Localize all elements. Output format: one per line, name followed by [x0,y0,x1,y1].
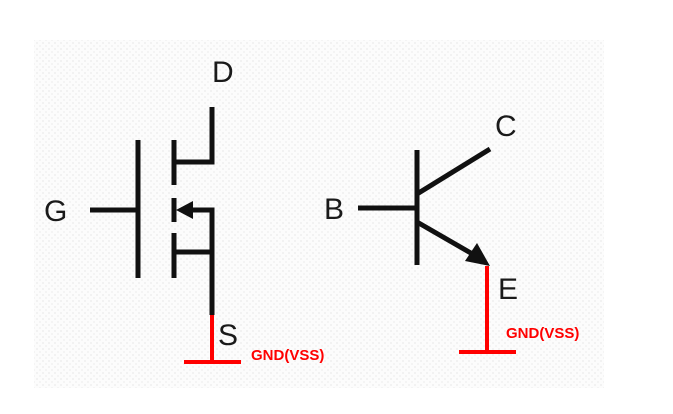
bjt-emitter-wire [415,219,478,259]
bjt-ground-symbol [459,266,516,354]
mosfet-drain-wire [174,107,215,165]
bjt-collector-wire [415,146,492,197]
mosfet-gate-label: G [44,195,67,228]
diagram-background [34,40,604,388]
bjt-collector-label: C [495,110,517,143]
mosfet-ground-symbol [184,315,241,364]
mosfet-body-arrow-icon [176,201,193,219]
mosfet-drain-label: D [212,56,234,89]
bjt-symbol [358,146,492,265]
bjt-emitter-label: E [498,273,518,306]
mosfet-ground-label: GND(VSS) [251,347,324,364]
mosfet-source-wire [174,249,215,315]
mosfet-body-wire [190,207,215,252]
mosfet-source-label: S [218,319,238,352]
bjt-ground-label: GND(VSS) [506,325,579,342]
bjt-base-label: B [324,193,344,226]
mosfet-symbol [90,107,215,315]
bjt-emitter-arrow-icon [465,243,490,266]
